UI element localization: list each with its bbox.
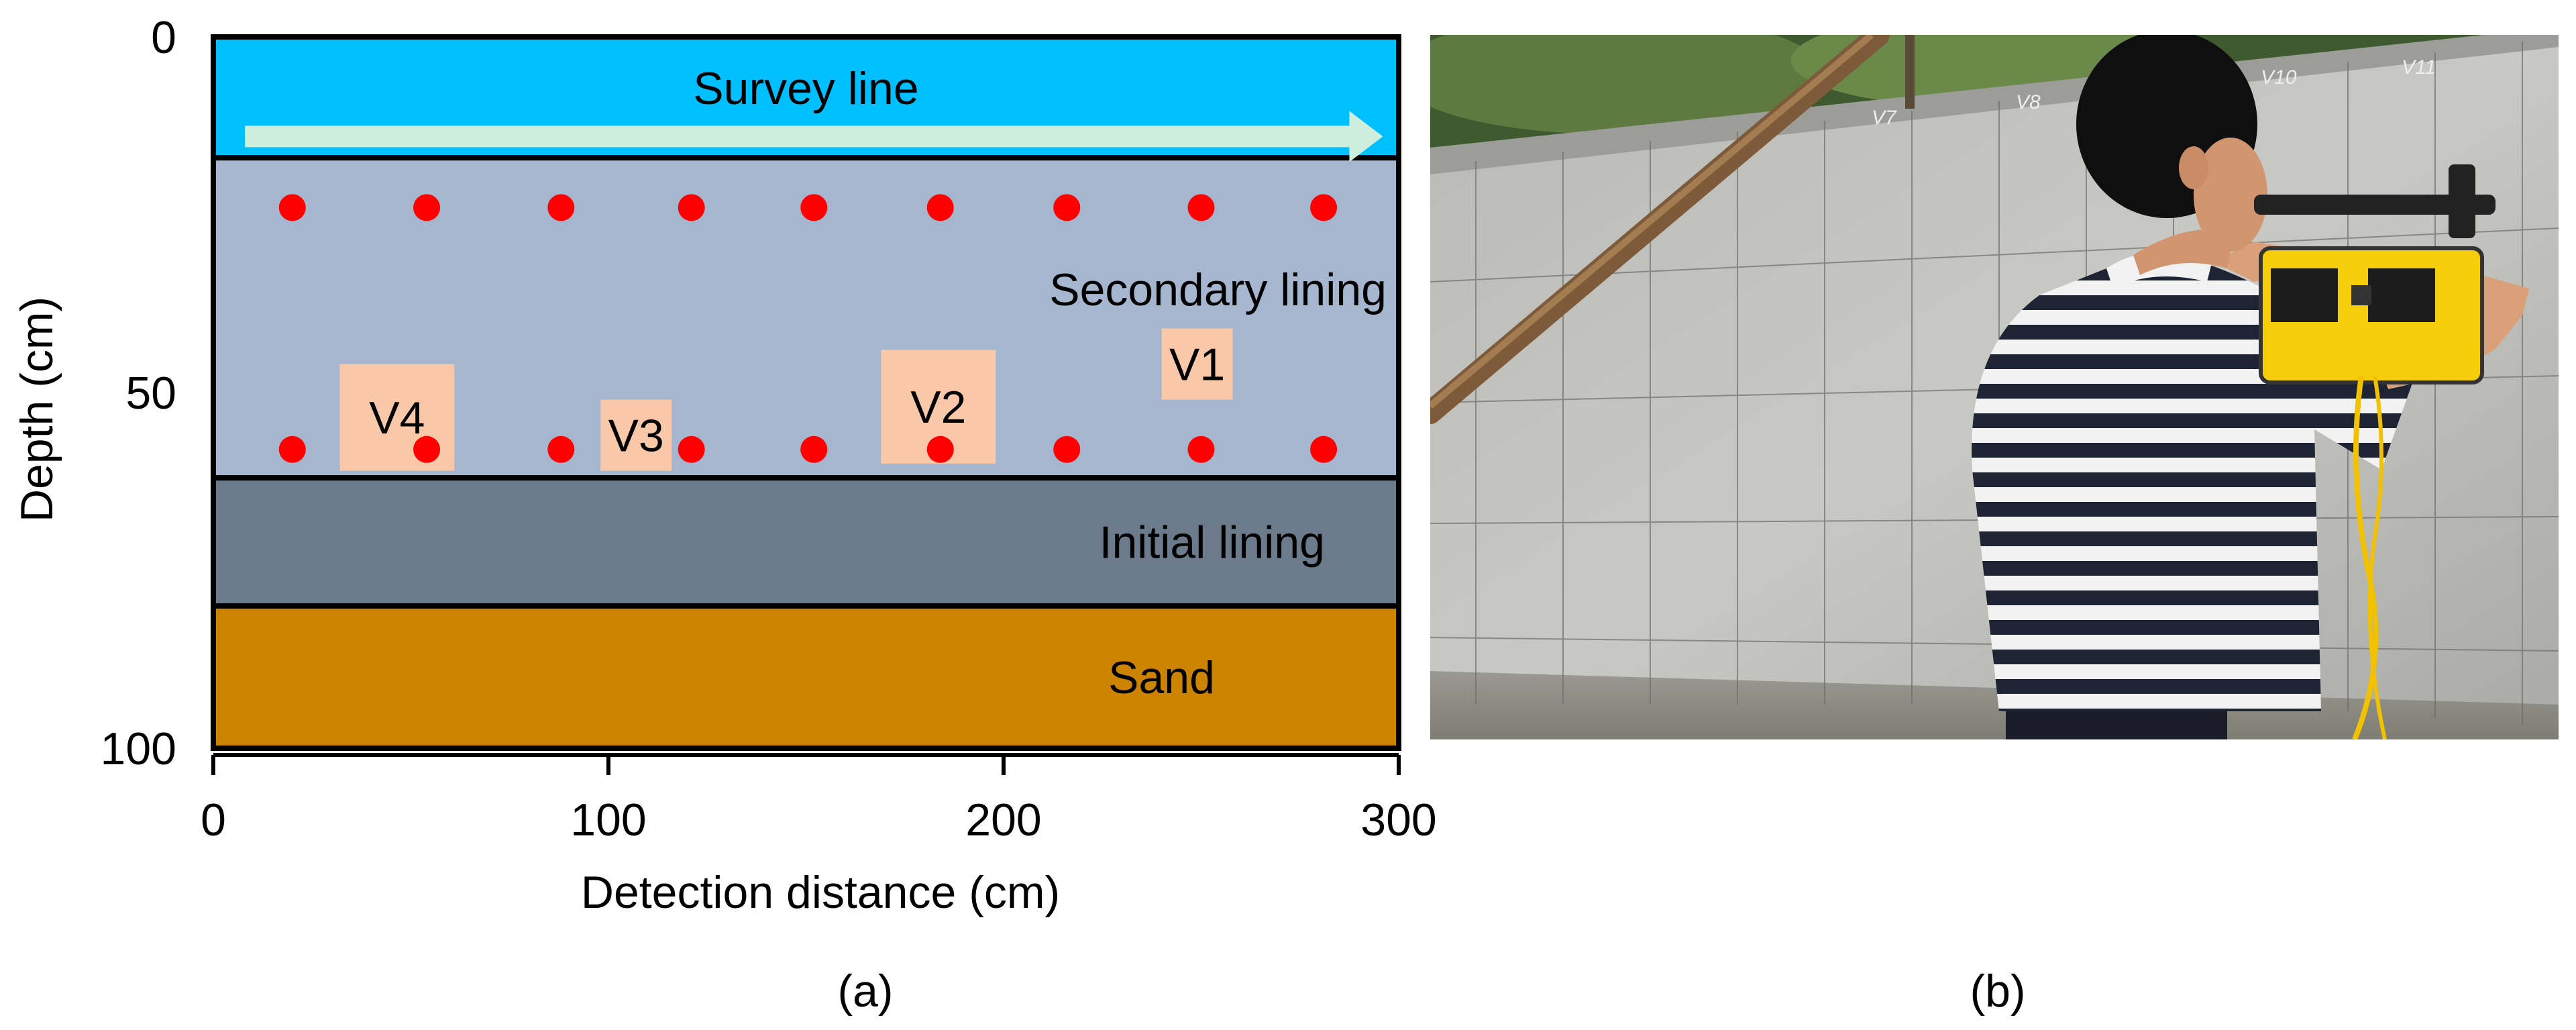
measurement-point — [1053, 435, 1081, 463]
rusty-pipe — [1430, 35, 1890, 424]
person-neck — [2133, 229, 2234, 275]
foliage-light — [1430, 35, 1825, 134]
panel-b-photo: V7 V8 V10 V11 — [1430, 35, 2559, 1017]
gpr-cable — [2352, 375, 2379, 739]
void-label-v2: V2 — [910, 382, 966, 433]
void-label-v4: V4 — [369, 393, 425, 444]
y-tick-label: 50 — [125, 368, 176, 419]
x-axis-label: Detection distance (cm) — [581, 867, 1060, 918]
survey-arrow-head — [1349, 111, 1383, 162]
layer-label-initial: Initial lining — [1099, 517, 1325, 568]
x-tick-label: 200 — [965, 794, 1041, 845]
layer-group — [211, 34, 1401, 751]
x-tick-label: 300 — [1360, 794, 1436, 845]
measurement-point — [278, 435, 306, 463]
wall-mark-v8: V8 — [2016, 91, 2041, 113]
measurement-point — [413, 194, 441, 221]
wall-mark-v10: V10 — [2261, 66, 2297, 89]
survey-arrow-group — [245, 111, 1383, 162]
y-tick-label: 100 — [101, 723, 176, 774]
gpr-handle — [2254, 195, 2496, 215]
layer-label-survey: Survey line — [693, 63, 918, 114]
measurement-point — [1187, 435, 1215, 463]
gpr-handle-end — [2449, 164, 2475, 238]
gpr-cable — [2367, 375, 2387, 739]
wall-cap — [1430, 35, 2559, 174]
gpr-antenna-panel — [2368, 268, 2435, 322]
rusty-pipe-highlight — [1430, 35, 1874, 409]
pole — [1905, 35, 1915, 109]
layer-initial — [211, 475, 1401, 609]
measurement-point — [800, 435, 828, 463]
x-tick-label: 0 — [201, 794, 226, 845]
person-face — [2194, 138, 2267, 252]
layer-sand — [211, 603, 1401, 751]
measurement-point — [926, 194, 954, 221]
measurement-point — [547, 194, 575, 221]
measurement-point — [800, 194, 828, 221]
y-tick-label: 0 — [151, 12, 176, 63]
x-tick-label: 100 — [570, 794, 646, 845]
wall-mark-v7: V7 — [1872, 107, 1897, 129]
measurement-point — [926, 435, 954, 463]
point-group — [278, 194, 1338, 463]
void-v1 — [1161, 328, 1233, 400]
person-ear — [2179, 146, 2208, 189]
layer-label-sand: Sand — [1108, 652, 1215, 703]
measurement-point — [1310, 194, 1338, 221]
y-axis-label: Depth (cm) — [11, 297, 62, 522]
measurement-point — [1187, 194, 1215, 221]
measurement-point — [547, 435, 575, 463]
ground — [1430, 671, 2559, 739]
void-label-v1: V1 — [1169, 340, 1225, 391]
measurement-point — [678, 435, 705, 463]
panel-b-caption: (b) — [1970, 966, 2025, 1017]
survey-arrow-shaft — [245, 125, 1353, 148]
layer-label-secondary: Secondary lining — [1049, 264, 1387, 315]
void-v3 — [600, 399, 672, 471]
measurement-point — [678, 194, 705, 221]
axes-group: 0 100 200 300 0 50 100 — [101, 12, 1437, 845]
gpr-connector — [2351, 285, 2371, 305]
gpr-antenna-panel — [2271, 268, 2338, 322]
measurement-point — [278, 194, 306, 221]
void-label-v3: V3 — [608, 411, 664, 462]
measurement-point — [1053, 194, 1081, 221]
panel-a-caption: (a) — [837, 966, 893, 1017]
measurement-point — [1310, 435, 1338, 463]
measurement-point — [413, 435, 441, 463]
wall-mark-v11: V11 — [2402, 56, 2436, 79]
